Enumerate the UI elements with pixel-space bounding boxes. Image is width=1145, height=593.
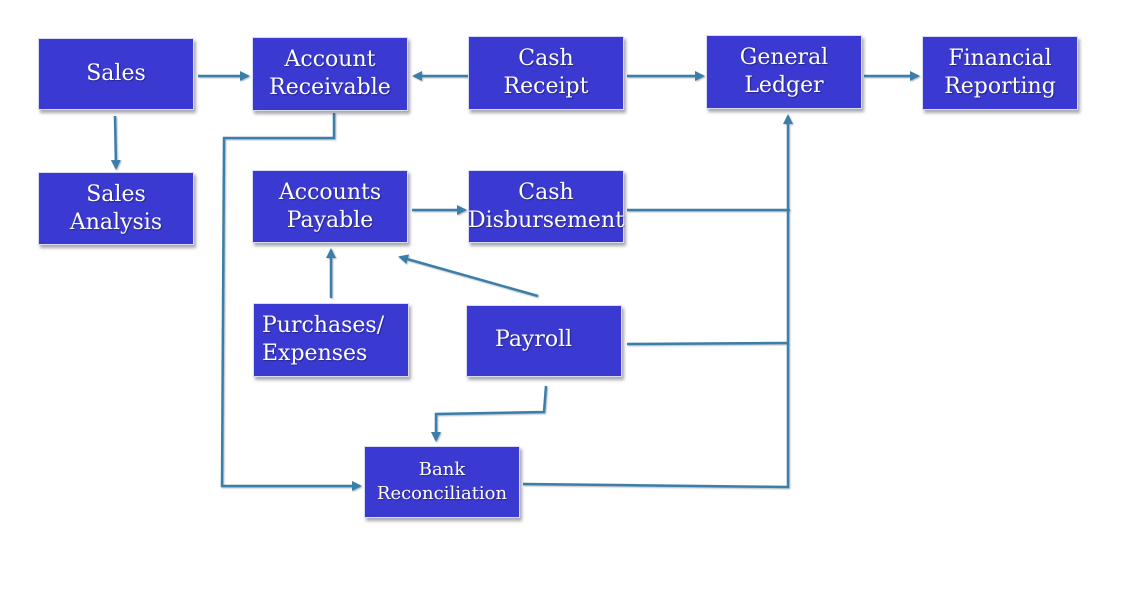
node-cash-receipt-label: Cash Receipt [503,46,589,99]
node-general-ledger: General Ledger [706,35,862,109]
connector-payroll-to-bank [431,385,548,442]
node-purchases-expenses: Purchases/ Expenses [253,303,409,377]
node-cash-disbursement: Cash Disbursement [468,170,624,243]
node-accounts-payable-label: Accounts Payable [278,179,382,233]
node-purchases-expenses-label: Purchases/ Expenses [262,313,385,366]
connector-ar-to-bank [220,113,362,491]
node-sales: Sales [38,38,194,110]
connector-payroll-to-gl [626,341,789,346]
node-cash-receipt: Cash Receipt [468,36,624,110]
node-sales-analysis-label: Sales Analysis [69,181,163,235]
node-payroll-label: Payroll [495,327,573,352]
node-account-receivable-label: Account Receivable [269,47,391,100]
connector-payroll-to-ap [398,254,539,298]
connector-bank-to-gl [522,114,793,489]
node-accounts-payable: Accounts Payable [252,170,408,243]
connector-sales-to-analysis [110,115,121,170]
node-sales-analysis: Sales Analysis [38,172,194,245]
node-financial-reporting-label: Financial Reporting [944,46,1056,99]
node-general-ledger-label: General Ledger [739,45,829,98]
node-payroll: Payroll [466,305,622,377]
node-account-receivable: Account Receivable [252,37,408,111]
node-bank-reconciliation-label: Bank Reconciliation [376,459,508,504]
node-sales-label: Sales [86,61,146,86]
node-cash-disbursement-label: Cash Disbursement [468,179,624,233]
node-financial-reporting: Financial Reporting [922,36,1078,110]
node-bank-reconciliation: Bank Reconciliation [364,446,520,518]
